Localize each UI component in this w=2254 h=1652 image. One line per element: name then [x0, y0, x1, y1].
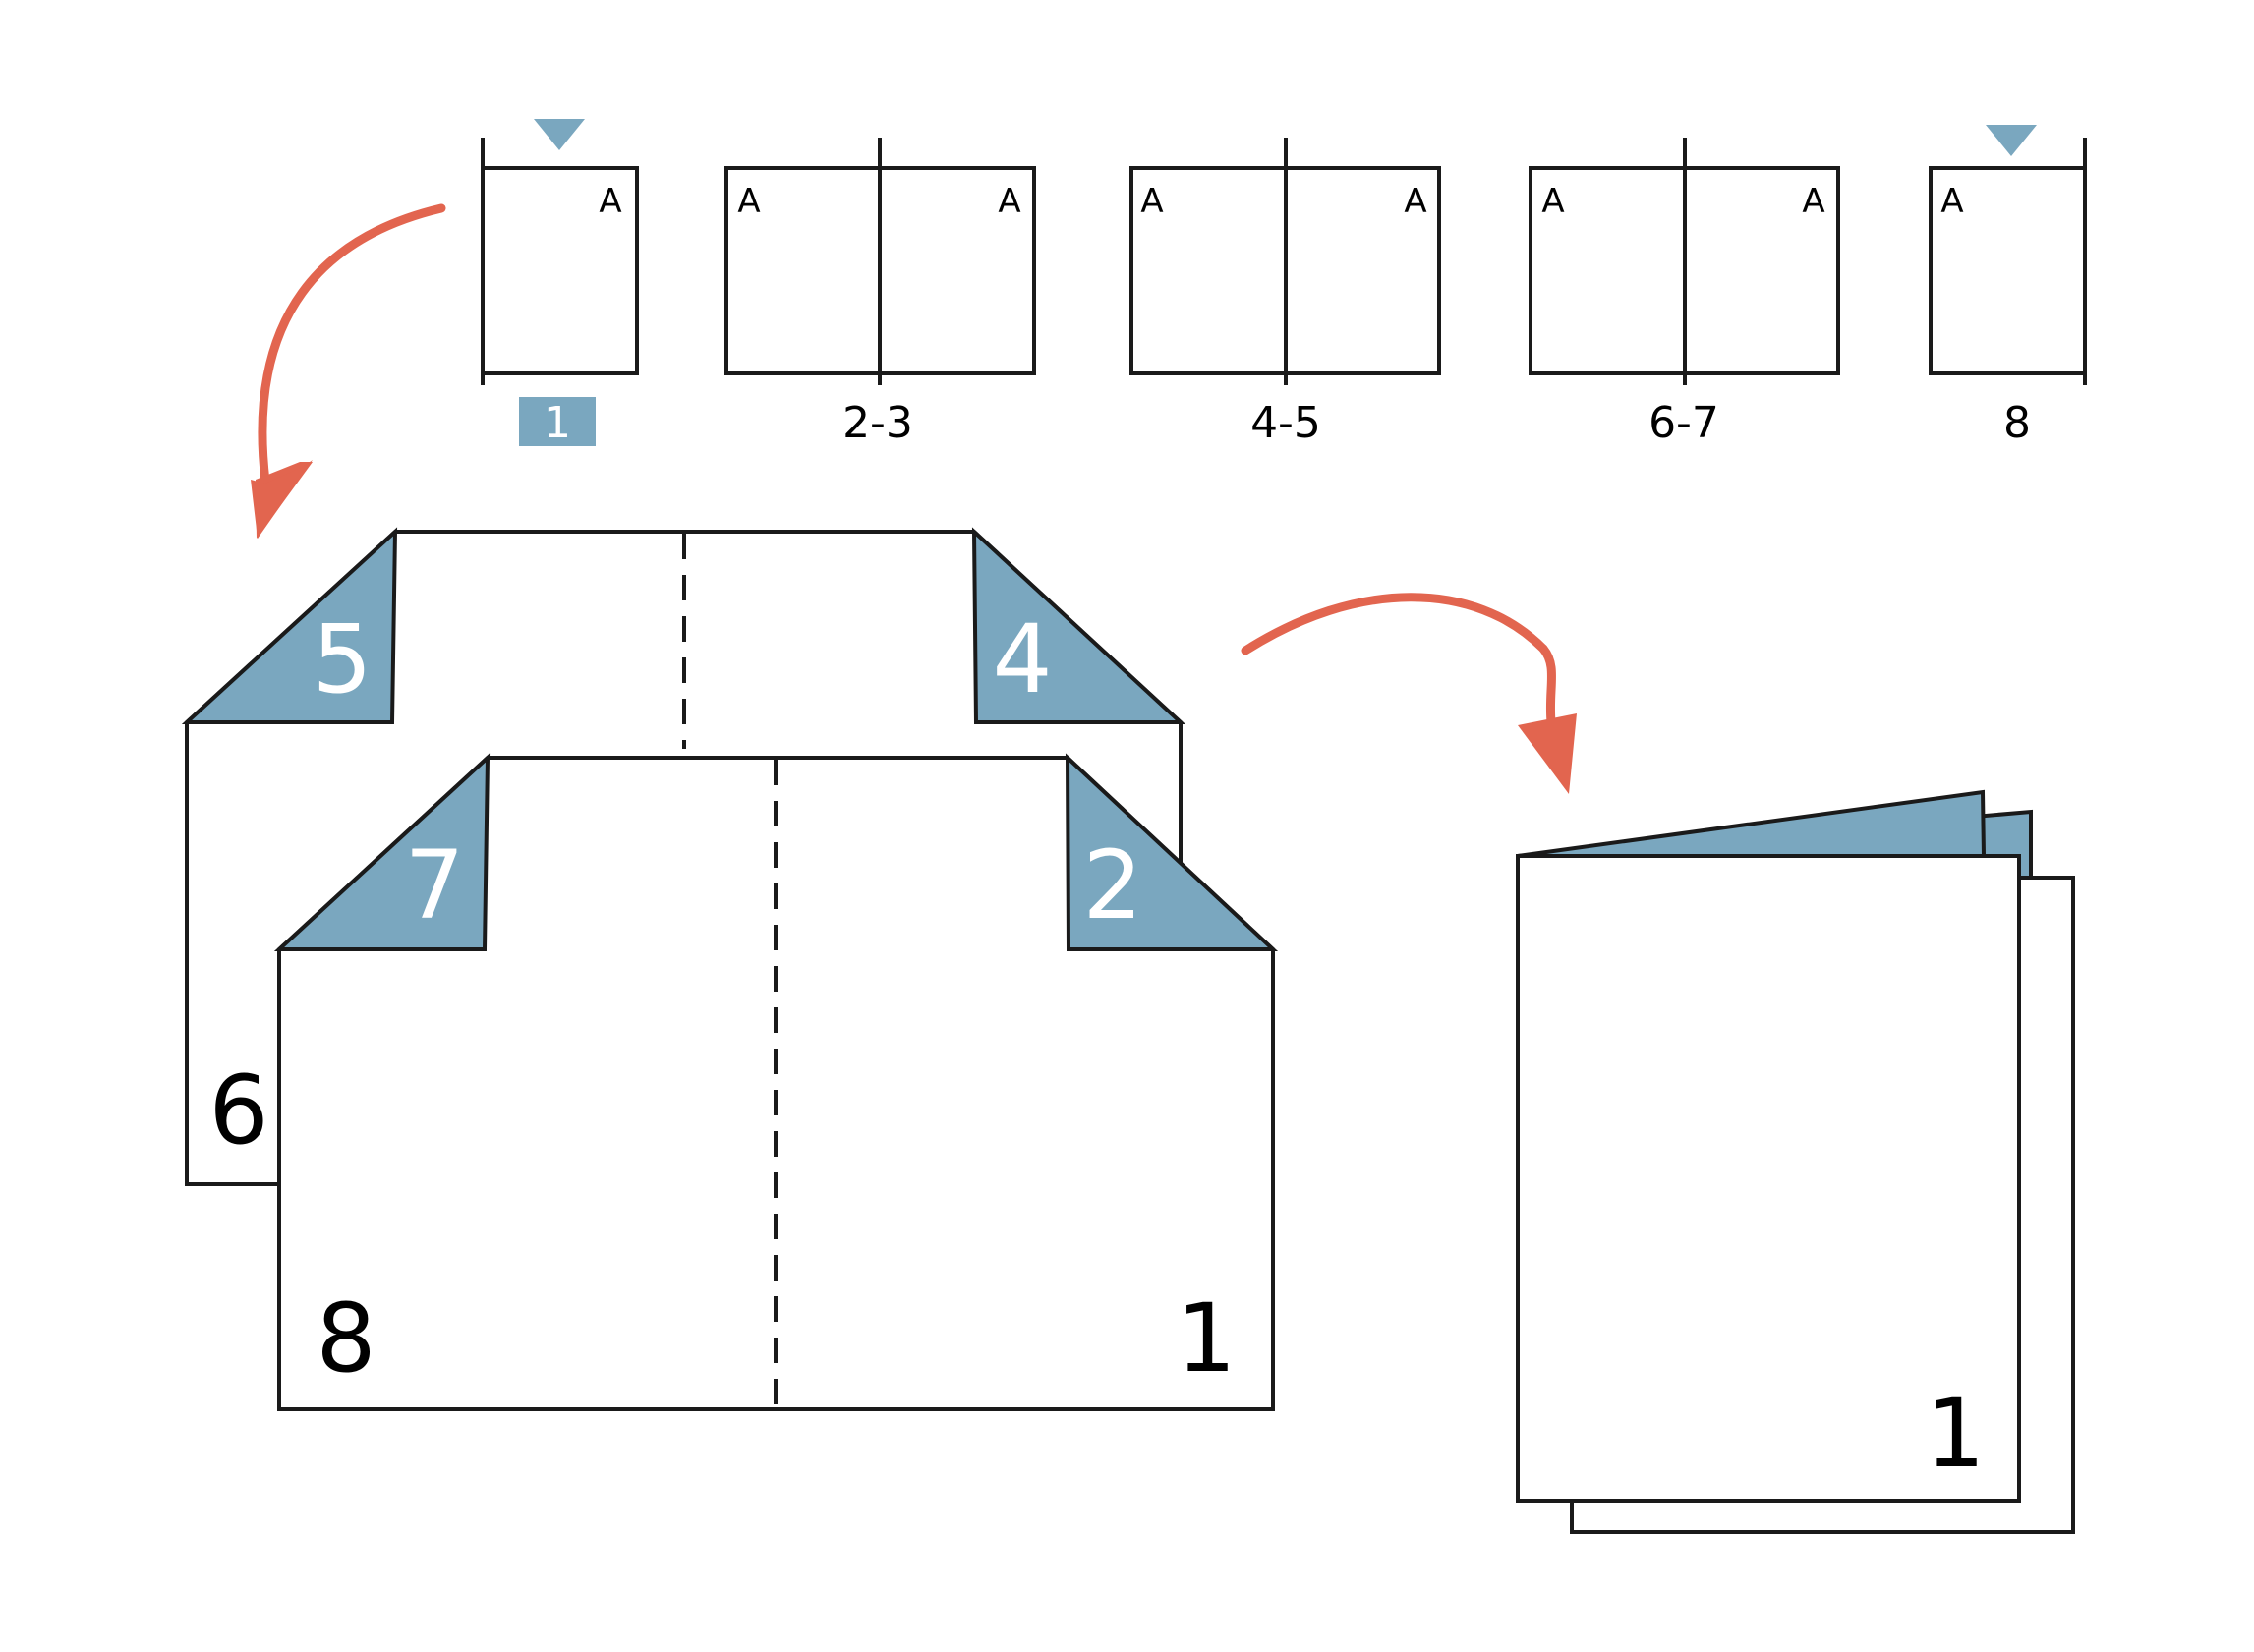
thumbnail-corner-mark: A [1140, 182, 1163, 221]
thumbnail-corner-mark: A [998, 182, 1020, 221]
page-number-1: 1 [1176, 1283, 1236, 1394]
page-number-6: 6 [208, 1055, 268, 1166]
thumbnail-page-1: A 1 [481, 119, 639, 448]
finished-booklet: 1 [1516, 789, 2075, 1534]
thumbnail-label: 6-7 [1648, 398, 1719, 448]
booklet-cover-number: 1 [1925, 1379, 1985, 1489]
thumbnail-label: 1 [544, 398, 571, 448]
arrow-head [1518, 713, 1577, 794]
page-number-2: 2 [1082, 830, 1142, 940]
thumbnail-page-4-5: A A 4-5 [1129, 138, 1441, 448]
thumbnail-sheet [481, 166, 639, 375]
arrow-head [251, 460, 313, 539]
booklet-cover [1516, 854, 2021, 1503]
thumbnail-label-highlight [519, 397, 596, 446]
booklet-inner-page [1517, 789, 1987, 858]
thumbnail-page-6-7: A A 6-7 [1529, 138, 1840, 448]
thumbnail-row: A 1 A A 2-3 A A 4-5 A A 6-7 [481, 119, 2087, 448]
arrow-shaft [1538, 644, 1556, 727]
thumbnail-label: 4-5 [1250, 398, 1321, 448]
page-number-5: 5 [312, 604, 372, 714]
page-number-8: 8 [316, 1283, 376, 1394]
front-spread: 7 2 8 1 [273, 753, 1279, 1411]
thumbnail-label: 2-3 [842, 398, 913, 448]
folded-corner-right [1065, 753, 1279, 951]
thumbnail-corner-mark: A [1940, 182, 1963, 221]
marker-triangle-icon [1986, 125, 2037, 156]
folded-corner-left [181, 527, 398, 724]
thumbnail-page-8: A 8 [1929, 125, 2087, 448]
curved-arrow-icon [1241, 593, 1577, 794]
thumbnail-corner-mark: A [1541, 182, 1564, 221]
thumbnail-page-2-3: A A 2-3 [724, 138, 1036, 448]
thumbnail-corner-mark: A [1404, 182, 1426, 221]
thumbnail-corner-mark: A [737, 182, 760, 221]
marker-triangle-icon [534, 119, 585, 150]
thumbnail-sheet [1929, 166, 2087, 375]
thumbnail-corner-mark: A [1802, 182, 1824, 221]
page-number-4: 4 [992, 604, 1052, 714]
arrow-shaft [1241, 593, 1548, 655]
thumbnail-corner-mark: A [599, 182, 621, 221]
folded-corner-left [273, 753, 491, 951]
folded-corner-right [971, 527, 1186, 724]
thumbnail-label: 8 [2003, 398, 2031, 448]
page-number-7: 7 [404, 830, 464, 940]
curved-arrow-icon [251, 203, 446, 539]
arrow-shaft [258, 203, 446, 486]
